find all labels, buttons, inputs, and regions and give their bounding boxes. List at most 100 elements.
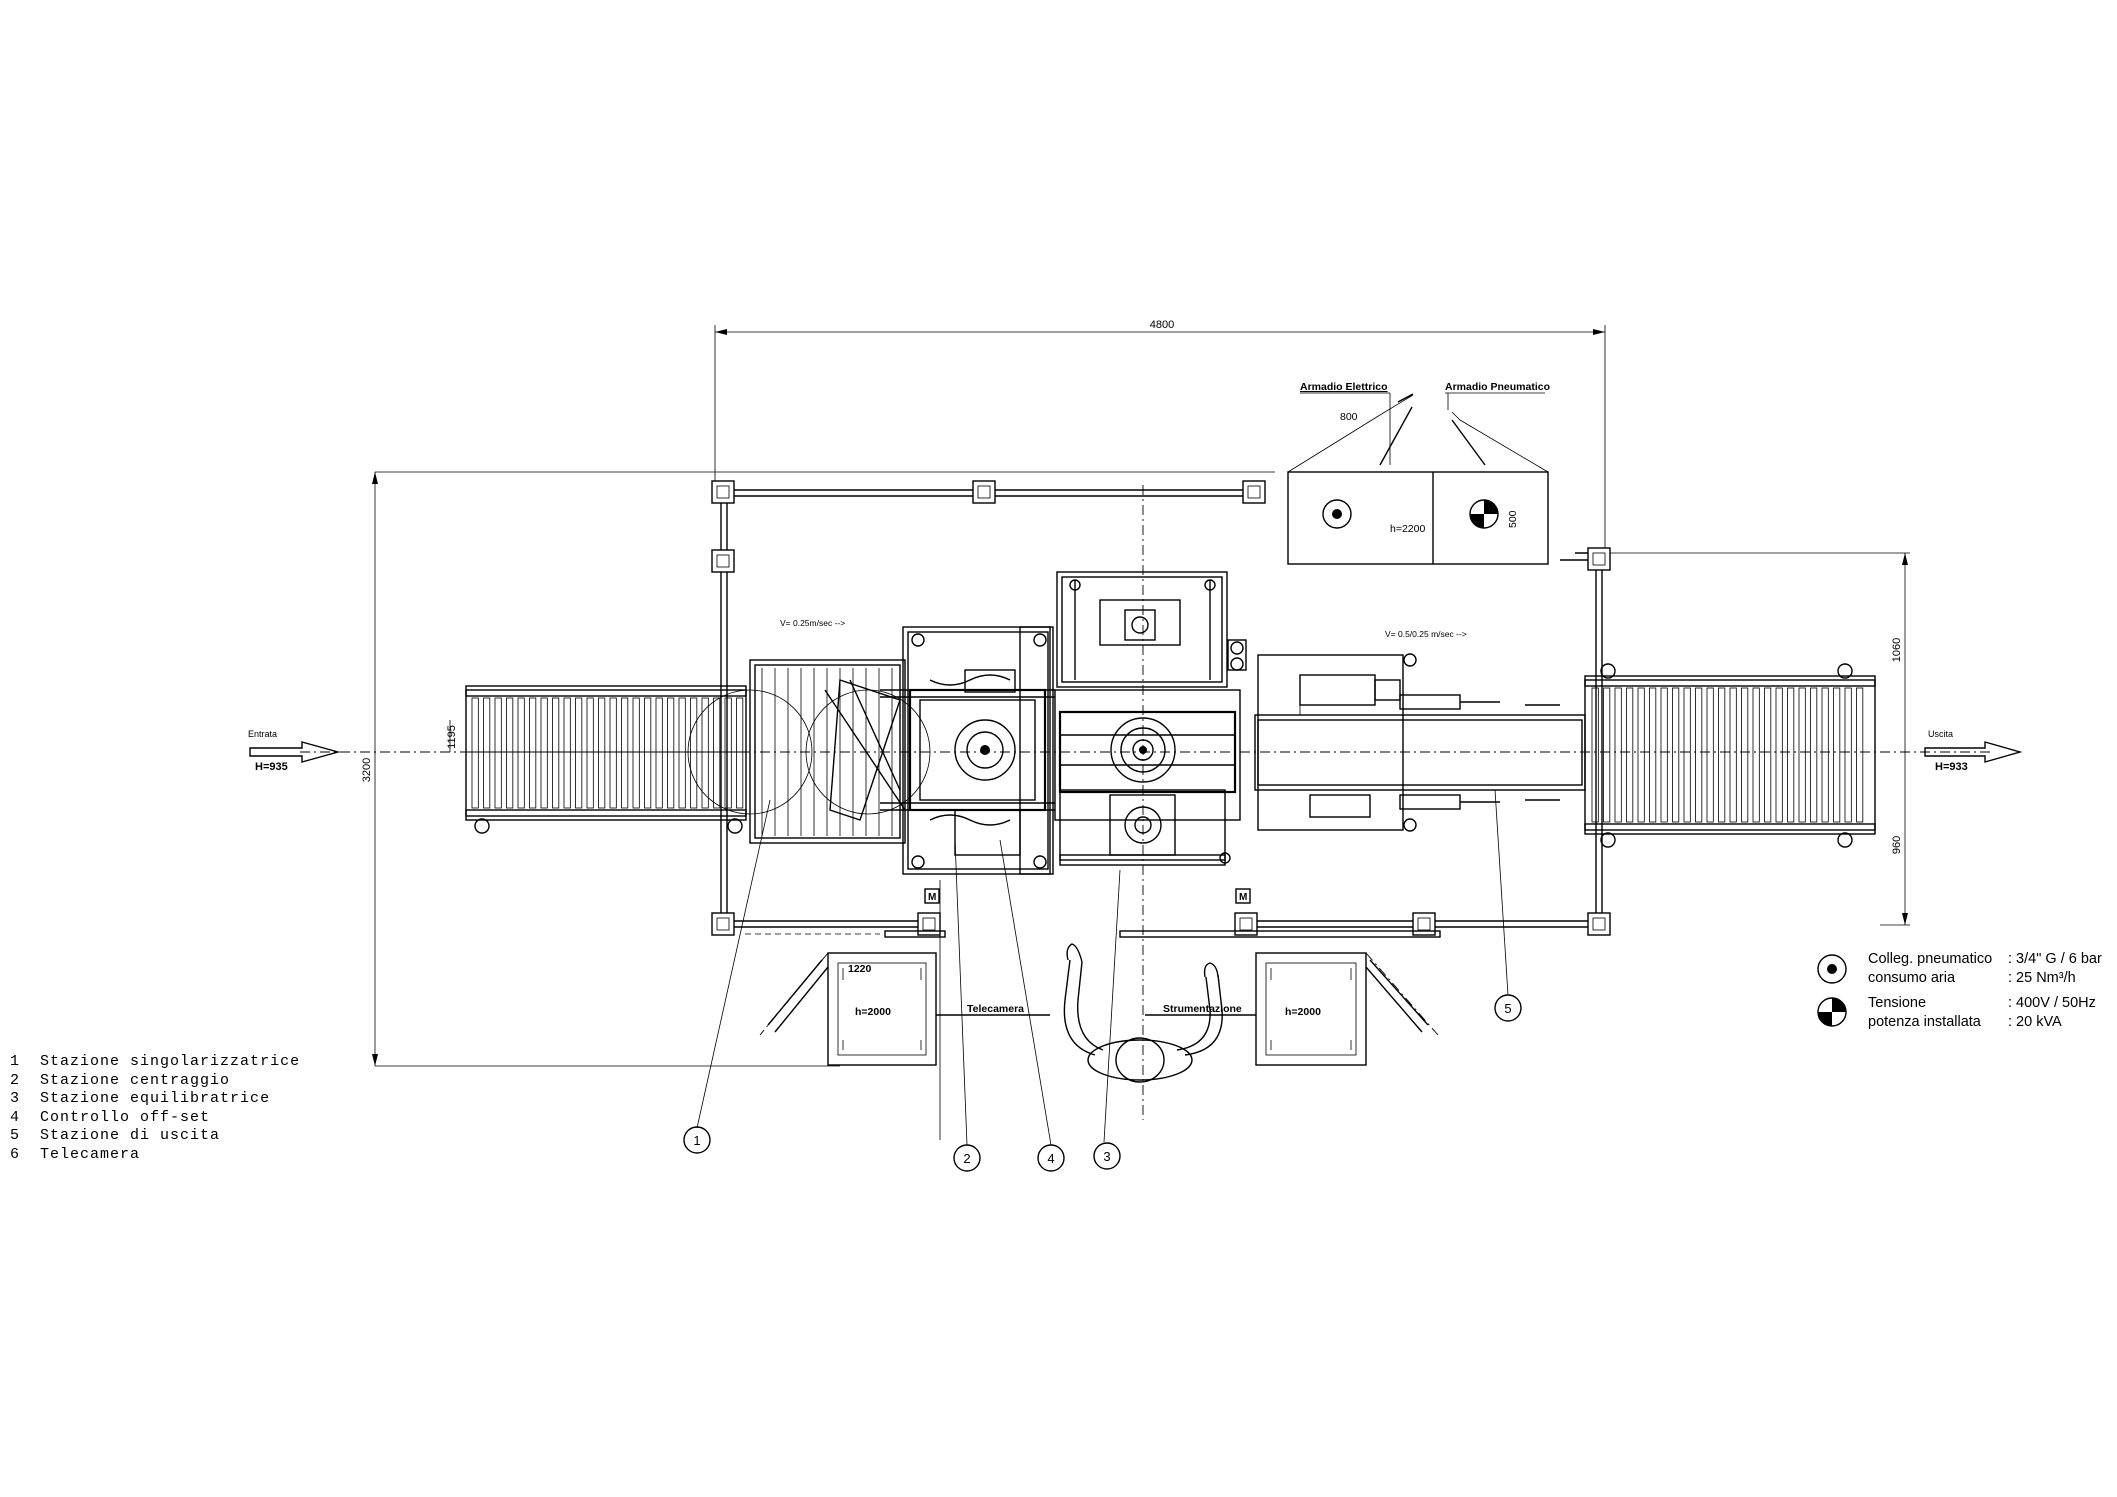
quartered-circle-icon: [1469, 499, 1499, 529]
callout-1-label: 1: [693, 1133, 700, 1148]
conveyor-roller: [1603, 687, 1611, 823]
conveyor-roller: [483, 697, 491, 809]
panel-width-dim: 1220: [848, 963, 872, 975]
conveyor-roller: [1614, 687, 1622, 823]
callout-3-label: 3: [1103, 1149, 1110, 1164]
callout-4: 4: [1037, 1144, 1065, 1172]
pneumatic-connection-value: : 3/4" G / 6 bar: [2008, 951, 2102, 967]
central-machine: [880, 571, 1247, 875]
conveyor-roller: [1787, 687, 1795, 823]
dim-lower-half: 960: [1891, 836, 1903, 854]
conveyor-roller: [1798, 687, 1806, 823]
outlet-conveyor: [1584, 663, 1876, 848]
outlet-arrow: Uscita H=933: [1924, 729, 2023, 773]
callout-2-label: 2: [963, 1151, 970, 1166]
conveyor-roller: [1775, 687, 1783, 823]
conveyor-roller: [471, 697, 479, 809]
electric-pneumatic-cabinets: Armadio Elettrico Armadio Pneumatico 800…: [1287, 381, 1550, 565]
callout-5: 5: [1494, 994, 1522, 1022]
voltage-value: : 400V / 50Hz: [2008, 995, 2096, 1011]
conveyor-roller: [1752, 687, 1760, 823]
safety-fence: [711, 480, 1611, 938]
legend-item: 4 Controllo off-set: [10, 1108, 211, 1126]
conveyor-roller: [1821, 687, 1829, 823]
power-value: : 20 kVA: [2008, 1014, 2062, 1030]
legend-item: 2 Stazione centraggio: [10, 1071, 231, 1089]
outlet-height: H=933: [1935, 761, 1968, 773]
inlet-label: Entrata: [248, 729, 277, 739]
conveyor-roller: [1856, 687, 1864, 823]
cabinet-width-dim: 800: [1340, 411, 1358, 423]
callout-1: 1: [683, 1126, 711, 1154]
spec-electric-symbol: [1817, 997, 1847, 1027]
conveyor-roller: [701, 697, 709, 809]
air-consumption-value: : 25 Nm³/h: [2008, 970, 2076, 986]
singulator-station: [687, 659, 931, 844]
conveyor-roller: [644, 697, 652, 809]
left-panel-height: h=2000: [855, 1006, 891, 1018]
cabinet-depth-dim: 500: [1507, 510, 1519, 528]
conveyor-roller: [1764, 687, 1772, 823]
station-legend: 1 Stazione singolarizzatrice 2 Stazione …: [10, 1053, 300, 1164]
conveyor-roller: [1672, 687, 1680, 823]
conveyor-roller: [1844, 687, 1852, 823]
conveyor-roller: [586, 697, 594, 809]
legend-item: 5 Stazione di uscita: [10, 1127, 221, 1144]
dim-overall-length: 4800: [1150, 319, 1174, 331]
conveyor-roller: [736, 697, 744, 809]
callout-2: 2: [953, 1144, 981, 1172]
air-consumption-label: consumo aria: [1868, 970, 1956, 986]
dim-overall-width: 3200: [361, 758, 373, 782]
cabinet-height: h=2200: [1390, 523, 1425, 535]
conveyor-roller: [678, 697, 686, 809]
power-label: potenza installata: [1868, 1014, 1981, 1030]
camera-label: Telecamera: [967, 1003, 1024, 1015]
right-operator-panel: h=2000: [1255, 952, 1439, 1066]
conveyor-roller: [1706, 687, 1714, 823]
conveyor-roller: [667, 697, 675, 809]
conveyor-roller: [1637, 687, 1645, 823]
operator-figure: [1063, 943, 1223, 1083]
conveyor-roller: [1683, 687, 1691, 823]
conveyor-roller: [690, 697, 698, 809]
conveyor-roller: [552, 697, 560, 809]
pneumatic-cabinet-label: Armadio Pneumatico: [1445, 381, 1550, 393]
dimension-lines: 4800 3200 1195 1060 960: [361, 319, 1910, 1067]
motor-markers: M M: [924, 888, 1251, 904]
conveyor-roller: [1718, 687, 1726, 823]
conveyor-roller: [540, 697, 548, 809]
inlet-speed: V= 0.25m/sec -->: [780, 618, 845, 628]
left-operator-panel: 1220 h=2000: [759, 952, 937, 1066]
marker-m-right: M: [1239, 892, 1247, 903]
inlet-arrow: Entrata H=935: [248, 729, 341, 773]
outlet-station: [1254, 653, 1586, 832]
voltage-label: Tensione: [1868, 995, 1927, 1011]
electric-cabinet-label: Armadio Elettrico: [1300, 381, 1388, 393]
conveyor-roller: [563, 697, 571, 809]
inlet-height: H=935: [255, 761, 288, 773]
conveyor-roller: [1591, 687, 1599, 823]
conveyor-roller: [632, 697, 640, 809]
conveyor-roller: [713, 697, 721, 809]
callout-3: 3: [1093, 1142, 1121, 1170]
conveyor-roller: [494, 697, 502, 809]
conveyor-roller: [724, 697, 732, 809]
conveyor-roller: [1649, 687, 1657, 823]
conveyor-roller: [598, 697, 606, 809]
conveyor-roller: [506, 697, 514, 809]
callout-leaders: [696, 789, 1509, 1146]
right-panel-height: h=2000: [1285, 1006, 1321, 1018]
pneumatic-connection-label: Colleg. pneumatico: [1868, 951, 1993, 967]
callout-4-label: 4: [1047, 1151, 1054, 1166]
conveyor-roller: [621, 697, 629, 809]
instruments-label: Strumentazione: [1163, 1003, 1242, 1015]
conveyor-roller: [529, 697, 537, 809]
legend-item: 1 Stazione singolarizzatrice: [10, 1053, 301, 1070]
conveyor-roller: [1810, 687, 1818, 823]
conveyor-roller: [1729, 687, 1737, 823]
legend-item: 6 Telecamera: [10, 1145, 141, 1163]
conveyor-roller: [655, 697, 663, 809]
spec-pneumatic-symbol: [1817, 954, 1847, 984]
dim-conveyor-axis: 1195: [446, 725, 458, 749]
